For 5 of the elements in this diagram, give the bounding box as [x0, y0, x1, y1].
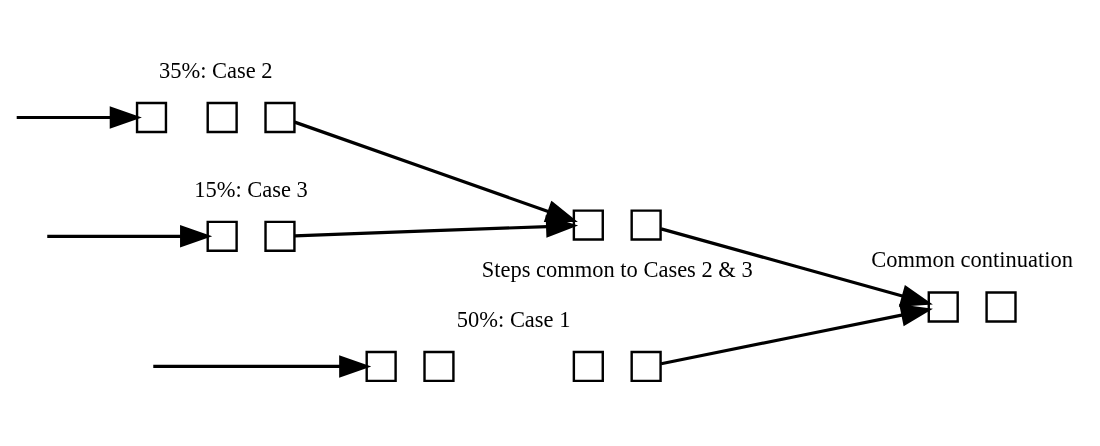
- label: 35%: Case 2: [158, 57, 273, 83]
- label: 15%: Case 3: [194, 176, 308, 202]
- label: Common continuation: [871, 246, 1073, 272]
- label: 50%: Case 1: [456, 306, 571, 332]
- label: Steps common to Cases 2 & 3: [481, 256, 753, 282]
